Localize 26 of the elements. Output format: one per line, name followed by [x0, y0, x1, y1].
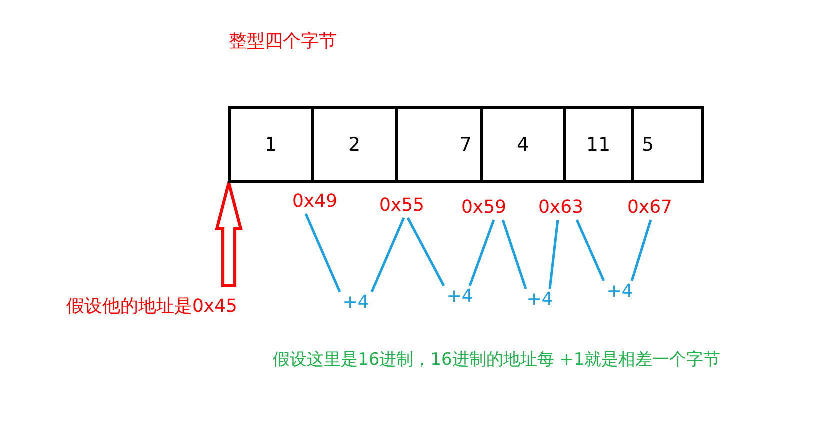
- connector-line: [406, 217, 446, 287]
- connector-line: [304, 214, 342, 292]
- address-label: 0x49: [290, 190, 340, 214]
- address-label: 0x67: [624, 196, 676, 220]
- offset-label: +4: [444, 286, 476, 308]
- connector-line: [548, 220, 560, 290]
- memory-cell: 11: [563, 106, 634, 183]
- heading: 整型四个字节: [229, 30, 337, 54]
- memory-cell: 7: [395, 106, 483, 183]
- explanation-note: 假设这里是16进制，16进制的地址每 +1就是相差一个字节: [273, 349, 722, 372]
- memory-cell: 1: [228, 106, 314, 183]
- connector-line: [370, 218, 406, 292]
- address-label: 0x63: [535, 196, 587, 220]
- address-label: 0x59: [458, 196, 510, 220]
- memory-cell: 5: [631, 106, 704, 183]
- offset-label: +4: [524, 289, 556, 311]
- address-label: 0x55: [376, 194, 428, 218]
- connector-line: [468, 220, 496, 286]
- offset-label: +4: [604, 281, 636, 303]
- offset-label: +4: [340, 292, 372, 314]
- address-note: 假设他的地址是0x45: [52, 294, 252, 320]
- connector-line: [576, 220, 606, 282]
- memory-cell: 2: [311, 106, 398, 183]
- connector-line: [630, 220, 652, 282]
- connector-line: [502, 220, 528, 290]
- memory-cell: 4: [480, 106, 566, 183]
